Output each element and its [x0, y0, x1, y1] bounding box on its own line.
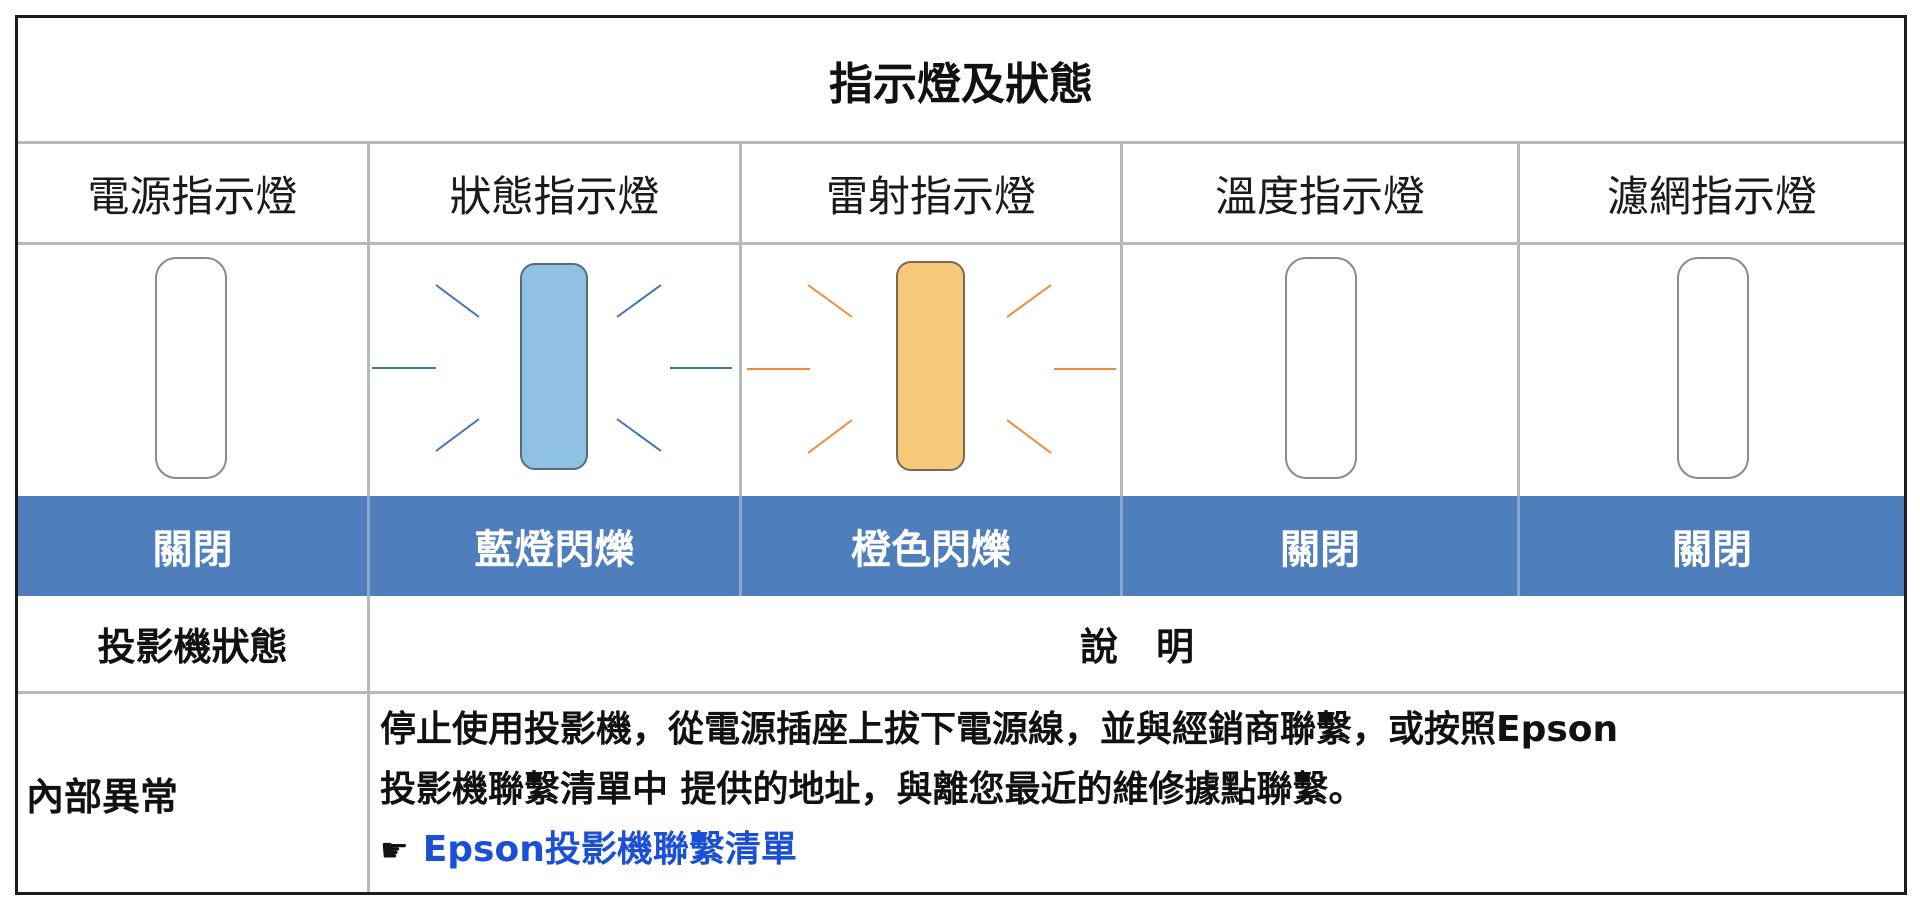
contact-link-line: ☛ Epson投影機聯繫清單	[380, 820, 1896, 880]
projector-state-value: 內部異常	[26, 774, 179, 819]
epson-contact-list-link[interactable]: Epson投影機聯繫清單	[422, 829, 797, 870]
indicator-name-cell: 雷射指示燈	[742, 144, 1123, 242]
projector-state-header-cell: 投影機狀態	[18, 596, 370, 691]
indicator-name-row: 電源指示燈 狀態指示燈 雷射指示燈 溫度指示燈 濾網指示燈	[18, 144, 1904, 245]
pointing-hand-icon: ☛	[380, 831, 409, 869]
status-cell: 關閉	[1123, 496, 1520, 596]
lamp-cell	[18, 245, 370, 496]
indicator-name-filter: 濾網指示燈	[1606, 171, 1817, 221]
power-lamp-icon	[155, 257, 227, 479]
status-cell: 關閉	[18, 496, 370, 596]
status-filter: 關閉	[1672, 527, 1752, 573]
indicator-name-temp: 溫度指示燈	[1214, 171, 1425, 221]
blink-rays-icon	[372, 284, 732, 452]
indicator-lamp-row	[18, 245, 1904, 496]
indicator-name-cell: 溫度指示燈	[1123, 144, 1520, 242]
indicator-name-cell: 濾網指示燈	[1520, 144, 1904, 242]
table-title: 指示燈及狀態	[829, 58, 1093, 110]
description-line-2: 投影機聯繫清單中 提供的地址，與離您最近的維修據點聯繫。	[380, 769, 1365, 810]
description-header-cell: 說 明	[370, 596, 1904, 691]
status-power: 關閉	[152, 527, 233, 573]
status-laser: 橙色閃爍	[851, 527, 1011, 573]
lamp-cell	[1123, 245, 1520, 496]
blink-rays-icon	[747, 284, 1116, 454]
indicator-status-row: 關閉 藍燈閃爍 橙色閃爍 關閉 關閉	[18, 496, 1904, 596]
lamp-cell	[742, 245, 1123, 496]
description-line-1: 停止使用投影機，從電源插座上拔下電源線，並與經銷商聯繫，或按照Epson	[380, 709, 1619, 750]
projector-state-cell: 內部異常	[18, 694, 370, 892]
description-header: 說 明	[1079, 625, 1194, 669]
lamp-cell	[370, 245, 742, 496]
description-row: 內部異常 停止使用投影機，從電源插座上拔下電源線，並與經銷商聯繫，或按照Epso…	[18, 694, 1904, 892]
indicator-name-status: 狀態指示燈	[449, 171, 660, 221]
indicator-status-table: 指示燈及狀態 電源指示燈 狀態指示燈 雷射指示燈 溫度指示燈 濾網指示燈	[15, 15, 1907, 895]
temperature-lamp-icon	[1285, 257, 1357, 479]
status-lamp-blinking-icon	[372, 263, 732, 470]
status-temp: 關閉	[1280, 527, 1360, 573]
description-cell: 停止使用投影機，從電源插座上拔下電源線，並與經銷商聯繫，或按照Epson 投影機…	[370, 694, 1904, 892]
lamp-cell	[1520, 245, 1904, 496]
table-title-row: 指示燈及狀態	[18, 18, 1904, 144]
indicator-name-cell: 電源指示燈	[18, 144, 370, 242]
filter-lamp-icon	[1677, 257, 1749, 479]
status-cell: 藍燈閃爍	[370, 496, 742, 596]
laser-lamp-blinking-icon	[747, 261, 1116, 471]
status-cell: 橙色閃爍	[742, 496, 1123, 596]
description-header-row: 投影機狀態 說 明	[18, 596, 1904, 694]
indicator-name-laser: 雷射指示燈	[825, 171, 1036, 221]
indicator-name-power: 電源指示燈	[87, 171, 298, 221]
status-status: 藍燈閃爍	[474, 527, 635, 573]
projector-state-header: 投影機狀態	[97, 625, 288, 669]
indicator-name-cell: 狀態指示燈	[370, 144, 742, 242]
status-cell: 關閉	[1520, 496, 1904, 596]
